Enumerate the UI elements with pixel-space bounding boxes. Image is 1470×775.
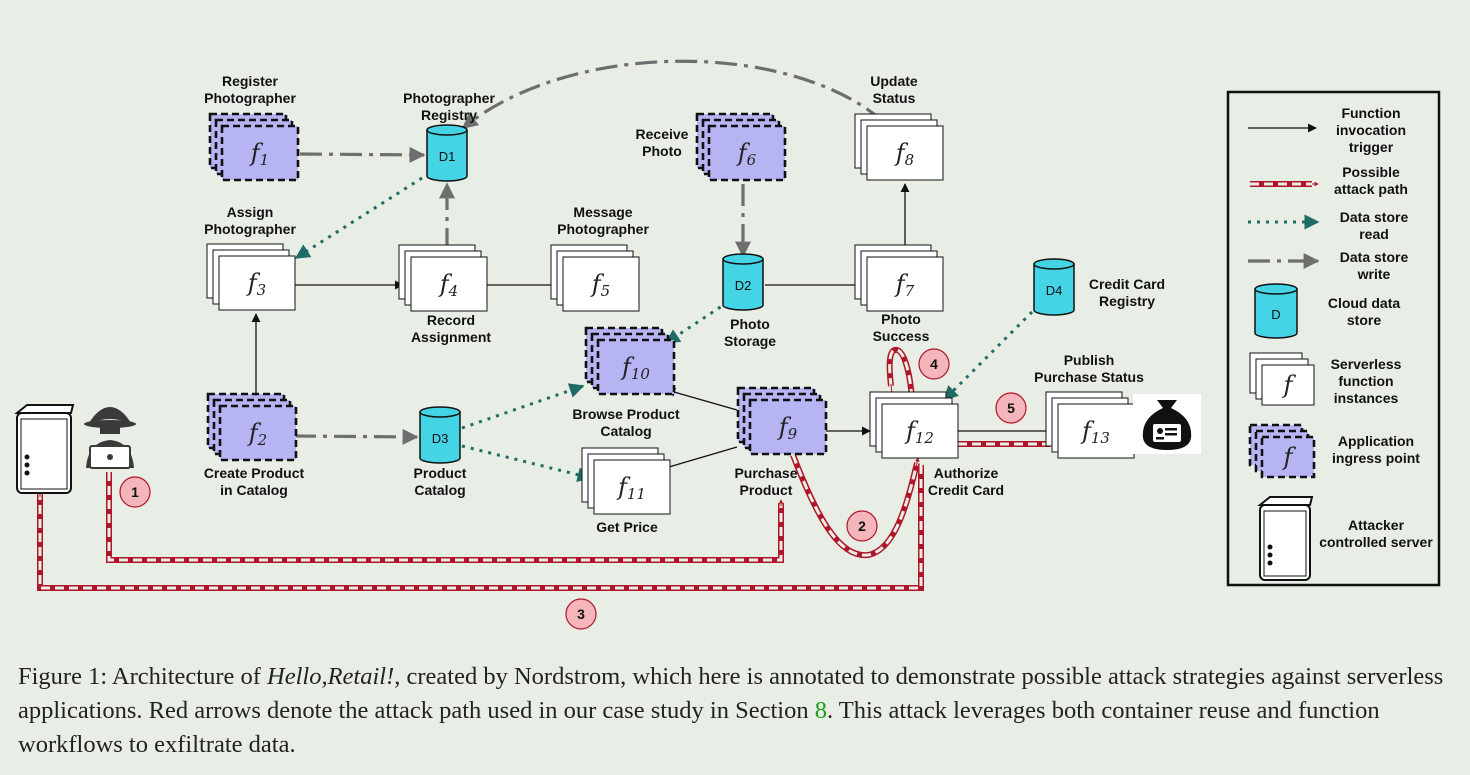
legend-ingress-symbol: f bbox=[1248, 423, 1316, 479]
svg-text:4: 4 bbox=[930, 356, 938, 372]
datastore-d1-text: D1 bbox=[439, 149, 456, 164]
attacker-server-icon bbox=[14, 404, 75, 494]
caption-part2: , created by Nordstrom, which here is an… bbox=[18, 663, 1444, 724]
caption-app-name: Hello,Retail! bbox=[267, 663, 395, 690]
edge-d3-f10 bbox=[461, 383, 585, 430]
read-edges bbox=[294, 176, 1034, 483]
svg-text:5: 5 bbox=[1007, 400, 1015, 416]
attack-step-1: 1 bbox=[119, 476, 151, 508]
legend-store: D bbox=[1254, 283, 1298, 339]
svg-text:3: 3 bbox=[577, 606, 585, 622]
attack-path-2 bbox=[790, 453, 920, 559]
function-f6: f6 bbox=[695, 112, 787, 182]
legend-server-icon bbox=[1257, 496, 1314, 581]
function-f8: f8 bbox=[854, 113, 944, 181]
edge-f8-d1 bbox=[461, 59, 886, 130]
datastore-d2: D2 bbox=[722, 253, 764, 311]
legend-instance-symbol: f bbox=[1249, 352, 1315, 406]
function-f11: f11 bbox=[581, 447, 671, 515]
edge-d3-f11 bbox=[461, 444, 593, 483]
write-edges bbox=[293, 59, 886, 445]
caption-part3: . This attack leverages both container r… bbox=[18, 697, 1380, 758]
legend-store-text: D bbox=[1271, 307, 1280, 322]
svg-text:1: 1 bbox=[131, 484, 139, 500]
datastore-d2-text: D2 bbox=[735, 278, 752, 293]
attack-step-3: 3 bbox=[565, 598, 597, 630]
function-f7: f7 bbox=[854, 244, 944, 312]
datastore-d1: D1 bbox=[426, 124, 468, 182]
function-f3: f3 bbox=[206, 243, 296, 311]
function-f4: f4 bbox=[398, 244, 488, 312]
function-f13: f13 bbox=[1045, 391, 1135, 459]
function-f2: f2 bbox=[206, 392, 298, 462]
datastore-d4-text: D4 bbox=[1046, 283, 1063, 298]
legend-instance: f bbox=[1249, 352, 1315, 406]
caption-part1: Figure 1: Architecture of bbox=[18, 663, 268, 690]
attack-paths bbox=[37, 347, 1059, 591]
edge-f2-d3 bbox=[293, 428, 419, 445]
invocation-edges bbox=[251, 183, 1059, 477]
attack-path-4 bbox=[886, 347, 915, 399]
legend-store-symbol: D bbox=[1254, 283, 1298, 339]
attack-steps: 1 2 3 4 5 bbox=[119, 348, 1027, 630]
edge-f1-d1 bbox=[299, 146, 426, 163]
datastore-d4: D4 bbox=[1033, 258, 1075, 316]
edge-d4-f12 bbox=[942, 310, 1034, 402]
function-f5: f5 bbox=[550, 244, 640, 312]
figure-caption: Figure 1: Architecture of Hello,Retail!,… bbox=[18, 660, 1458, 762]
function-f10: f10 bbox=[584, 326, 676, 396]
function-f9: f9 bbox=[736, 386, 828, 456]
label-f11: Get Price bbox=[596, 519, 658, 535]
function-f1: f1 bbox=[208, 112, 300, 182]
legend-ingress: f bbox=[1248, 423, 1316, 479]
attack-step-5: 5 bbox=[995, 392, 1027, 424]
datastore-d3: D3 bbox=[419, 406, 461, 464]
function-f12: f12 bbox=[869, 391, 959, 459]
money-bag-icon bbox=[1133, 394, 1201, 454]
edge-d1-f3 bbox=[294, 176, 423, 260]
hacker-icon bbox=[84, 407, 136, 469]
attack-step-2: 2 bbox=[846, 510, 878, 542]
edge-f9-f10 bbox=[666, 387, 738, 411]
caption-section-ref[interactable]: 8 bbox=[814, 697, 827, 724]
edge-d2-f10 bbox=[664, 300, 729, 345]
svg-text:2: 2 bbox=[858, 518, 866, 534]
function-nodes: f1 f2 f3 f4 f5 f6 f7 f8 f9 f10 f11 f12 f13 bbox=[206, 112, 1135, 515]
datastore-d3-text: D3 bbox=[432, 431, 449, 446]
attack-step-4: 4 bbox=[918, 348, 950, 380]
